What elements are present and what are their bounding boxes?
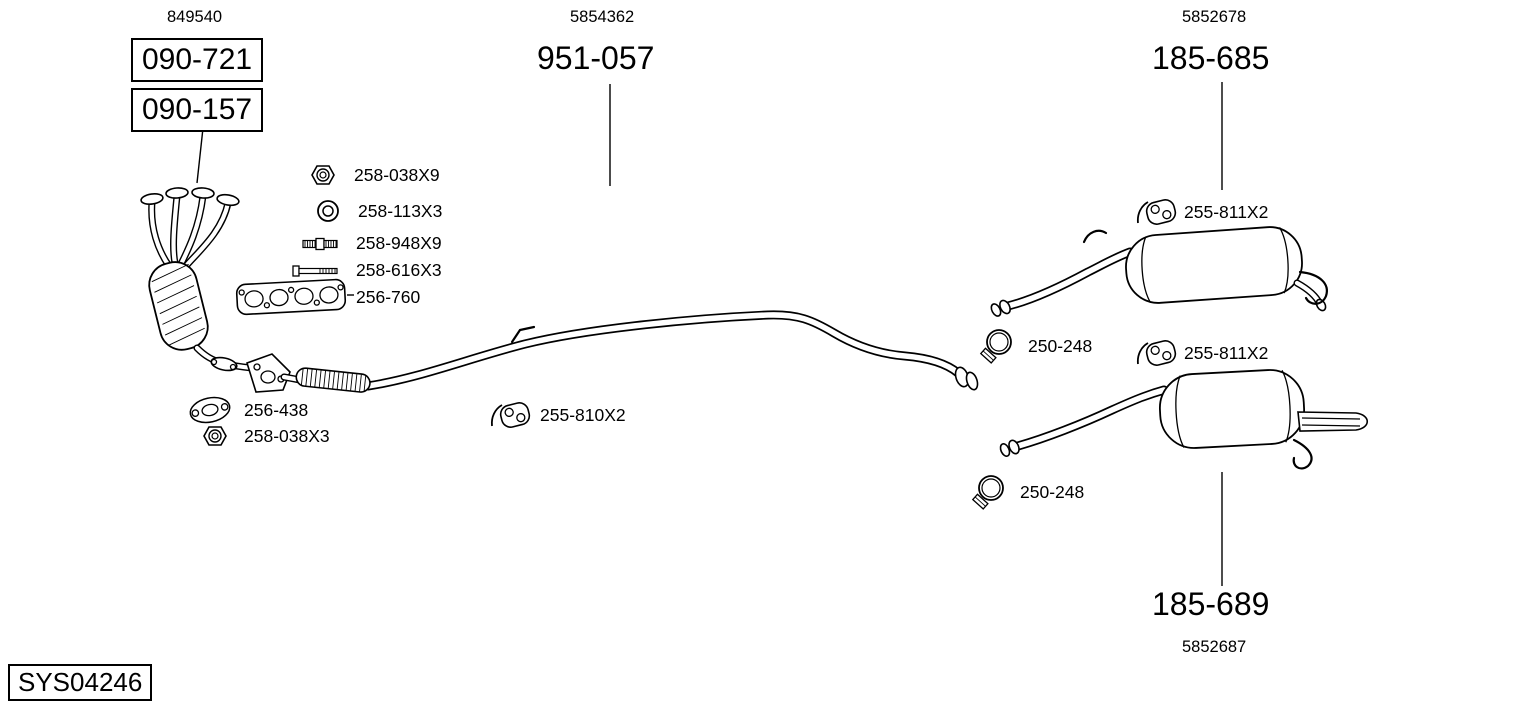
part-number: 250-248	[1028, 335, 1093, 356]
part-number: 255-811X2	[1184, 342, 1269, 363]
part-row: 256-760	[356, 287, 420, 308]
manifold-drawing	[140, 187, 256, 372]
part-number: 258-038X3	[244, 425, 330, 446]
catalytic-converter	[148, 261, 209, 351]
center-pipe-ref: 5854362	[570, 8, 635, 26]
center-pipe-drawing	[363, 310, 979, 391]
downpipe-flange-drawing	[246, 353, 291, 393]
manifold-ref: 849540	[167, 8, 223, 26]
part-row: 258-038X9	[310, 163, 440, 187]
stud-icon	[302, 237, 338, 250]
part-number: 258-113X3	[358, 200, 443, 221]
flange-gasket-icon	[189, 396, 231, 424]
part-row: 250-248	[970, 473, 1084, 511]
part-number: 258-616X3	[356, 260, 442, 280]
flange-nut-icon	[311, 165, 335, 185]
part-row: 256-438	[188, 394, 308, 426]
part-row: 255-811X2	[1134, 336, 1268, 370]
pipe-bracket	[510, 325, 536, 344]
muffler-top-drawing	[990, 226, 1328, 317]
clamp-icon	[971, 475, 1004, 510]
muffler-bottom-code: 185-689	[1152, 586, 1270, 622]
muffler-top-ref: 5852678	[1182, 8, 1247, 26]
rubber-hanger-icon	[1136, 340, 1177, 366]
part-number: 255-811X2	[1184, 201, 1269, 222]
clamp-icon	[979, 329, 1012, 364]
flange-nut-icon	[203, 426, 227, 446]
center-pipe-code: 951-057	[537, 40, 655, 76]
part-number: 255-810X2	[540, 404, 626, 425]
system-code-box: SYS04246	[8, 664, 153, 701]
rubber-hanger-icon	[1136, 199, 1177, 225]
part-row: 250-248	[978, 327, 1092, 365]
part-row: 258-038X3	[202, 424, 330, 448]
part-row: 258-113X3	[316, 199, 442, 223]
part-number: 258-038X9	[354, 164, 440, 185]
part-number: 256-438	[244, 399, 309, 420]
manifold-gasket-drawing	[235, 278, 347, 316]
rubber-hanger-icon	[490, 402, 531, 428]
bolt-icon	[292, 264, 338, 277]
part-row: 258-948X9	[302, 233, 442, 254]
flex-pipe-drawing	[295, 367, 371, 393]
part-number: 256-760	[356, 287, 421, 307]
part-number: 250-248	[1020, 481, 1085, 502]
part-number: 258-948X9	[356, 233, 442, 253]
part-row: 258-616X3	[292, 260, 442, 281]
leader-lines	[196, 82, 1223, 586]
gasket-ring-icon	[317, 200, 339, 222]
manifold-code-secondary: 090-157	[131, 88, 264, 132]
manifold-code-primary: 090-721	[131, 38, 264, 82]
muffler-bottom-ref: 5852687	[1182, 638, 1247, 656]
part-row: 255-810X2	[488, 398, 626, 432]
muffler-top-code: 185-685	[1152, 40, 1270, 76]
part-row: 255-811X2	[1134, 195, 1268, 229]
muffler-bottom-drawing	[999, 369, 1369, 470]
